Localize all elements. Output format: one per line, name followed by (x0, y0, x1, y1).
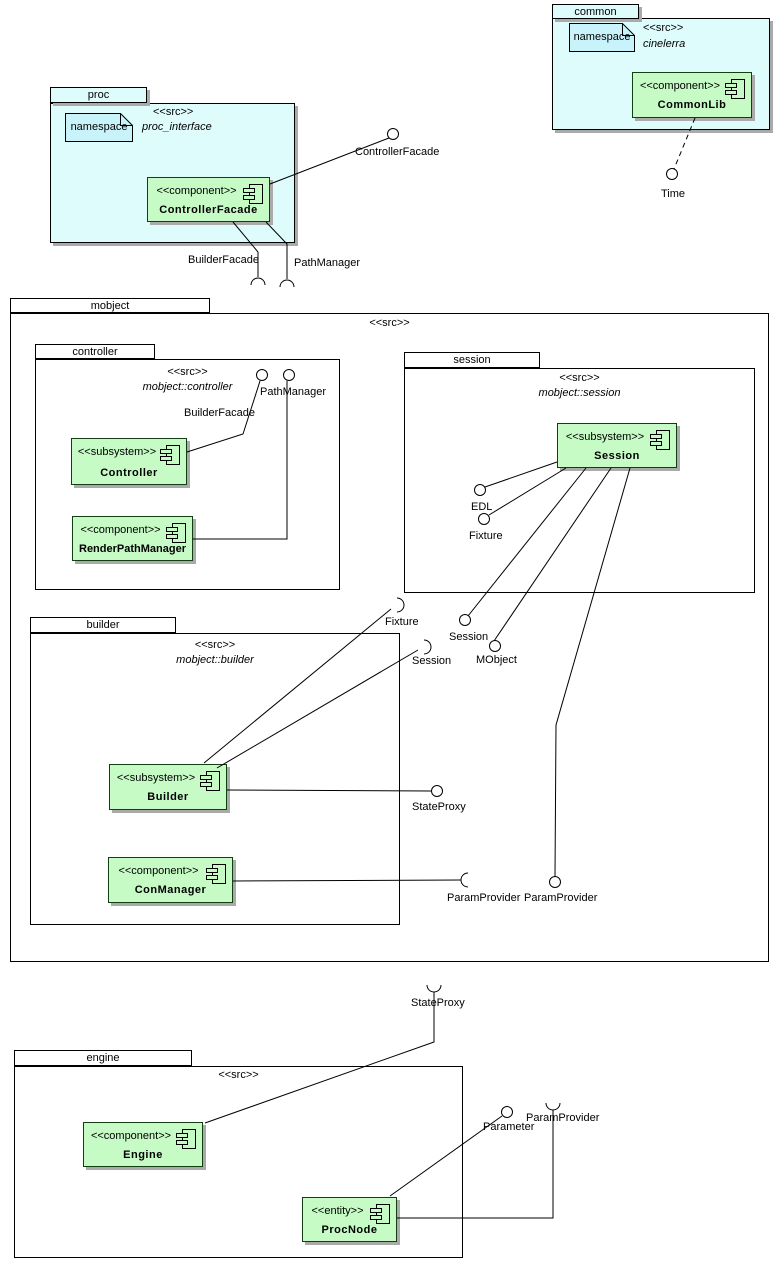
interface-label-session-required: Session (412, 655, 452, 667)
note-shape (569, 23, 635, 52)
interface-label-edl: EDL (471, 501, 493, 513)
component-renderpathmanager[interactable]: <<component>> RenderPathManager (72, 516, 193, 561)
paramprovider-socket-engine (545, 1102, 561, 1111)
package-mobject-stereotype: <<src>> (369, 317, 410, 329)
interface-label-paramprovider-provided: ParamProvider (524, 892, 598, 904)
interface-label-builderfacade-required: BuilderFacade (188, 254, 259, 266)
interface-label-builderfacade-provided: BuilderFacade (184, 407, 255, 419)
package-builder-namespace: mobject::builder (176, 654, 254, 666)
component-name: ProcNode (321, 1224, 378, 1236)
component-stereotype: <<subsystem>> (116, 772, 196, 784)
component-name: Controller (100, 467, 158, 479)
note-label: namespace (70, 121, 128, 133)
component-name: Builder (147, 791, 189, 803)
package-common-stereotype: <<src>> (643, 22, 684, 34)
interface-label-fixture-provided: Fixture (469, 530, 503, 542)
namespace-note-proc[interactable]: namespace (65, 113, 133, 142)
interface-label-fixture-required: Fixture (385, 616, 419, 628)
component-stereotype: <<component>> (80, 524, 161, 536)
package-mobject-tab[interactable]: mobject (10, 298, 210, 313)
component-stereotype: <<component>> (156, 185, 237, 197)
package-builder-tab[interactable]: builder (30, 617, 176, 633)
package-engine-stereotype: <<src>> (218, 1069, 259, 1081)
component-stereotype: <<subsystem>> (77, 446, 157, 458)
interface-label-pathmanager-provided: PathManager (260, 386, 327, 398)
component-stereotype: <<subsystem>> (565, 431, 645, 443)
package-controller-stereotype: <<src>> (167, 366, 208, 378)
note-fold (120, 113, 133, 126)
interface-label-stateproxy-provided: StateProxy (412, 801, 466, 813)
package-session[interactable] (404, 368, 755, 593)
note-label: namespace (573, 31, 631, 43)
package-proc-tab[interactable]: proc (50, 87, 147, 103)
component-name: Engine (123, 1149, 163, 1161)
component-name: CommonLib (657, 99, 727, 111)
package-common-namespace: cinelerra (643, 38, 686, 50)
component-stereotype: <<entity>> (311, 1205, 364, 1217)
component-controllerfacade[interactable]: <<component>> ControllerFacade (147, 177, 270, 222)
builderfacade-socket (250, 277, 266, 286)
package-builder-stereotype: <<src>> (194, 639, 236, 651)
component-name: ConManager (134, 884, 207, 896)
component-name: Session (594, 450, 640, 462)
stateproxy-socket (426, 984, 442, 993)
note-fold (622, 23, 635, 36)
pathmanager-socket (279, 279, 295, 288)
interface-label-controllerfacade: ControllerFacade (355, 146, 440, 158)
component-stereotype: <<component>> (639, 80, 721, 92)
package-session-namespace: mobject::session (538, 387, 621, 399)
component-session[interactable]: <<subsystem>> Session (557, 423, 677, 468)
component-builder[interactable]: <<subsystem>> Builder (109, 764, 227, 810)
component-icon (243, 184, 263, 204)
time-lollipop (666, 168, 678, 180)
package-session-stereotype: <<src>> (559, 372, 600, 384)
component-icon (176, 1129, 196, 1149)
interface-label-session-provided: Session (449, 631, 489, 643)
component-commonlib[interactable]: <<component>> CommonLib (632, 72, 752, 118)
component-stereotype: <<component>> (118, 865, 199, 877)
package-controller-tab[interactable]: controller (35, 344, 155, 359)
package-common-tab[interactable]: common (552, 4, 639, 19)
component-name: ControllerFacade (159, 204, 258, 216)
note-body (65, 113, 133, 142)
component-name: RenderPathManager (79, 543, 186, 555)
namespace-note-common[interactable]: namespace (569, 23, 635, 52)
subsystem-icon (200, 771, 220, 791)
package-proc-namespace: proc_interface (142, 121, 212, 133)
package-session-tab[interactable]: session (404, 352, 540, 368)
package-proc-stereotype: <<src>> (153, 106, 194, 118)
package-engine-tab[interactable]: engine (14, 1050, 192, 1066)
interface-label-time: Time (661, 188, 686, 200)
component-icon (166, 523, 186, 543)
note-shape (65, 113, 133, 142)
subsystem-icon (650, 430, 670, 450)
interface-label-paramprovider-required-engine: ParamProvider (526, 1112, 600, 1124)
interface-label-stateproxy-required: StateProxy (411, 997, 465, 1009)
component-conmanager[interactable]: <<component>> ConManager (108, 857, 233, 903)
interface-label-paramprovider-required-mobject: ParamProvider (447, 892, 521, 904)
subsystem-icon (160, 445, 180, 465)
component-icon (206, 864, 226, 884)
component-engine[interactable]: <<component>> Engine (83, 1122, 203, 1167)
note-body (569, 23, 635, 52)
parameter-lollipop (501, 1106, 513, 1118)
component-controller[interactable]: <<subsystem>> Controller (71, 438, 187, 485)
entity-icon (370, 1204, 390, 1224)
component-icon (725, 79, 745, 99)
interface-label-mobject: MObject (476, 654, 517, 666)
interface-label-pathmanager-required: PathManager (294, 257, 361, 269)
component-procnode[interactable]: <<entity>> ProcNode (302, 1197, 397, 1242)
controllerfacade-lollipop (387, 128, 399, 140)
component-stereotype: <<component>> (90, 1130, 172, 1142)
